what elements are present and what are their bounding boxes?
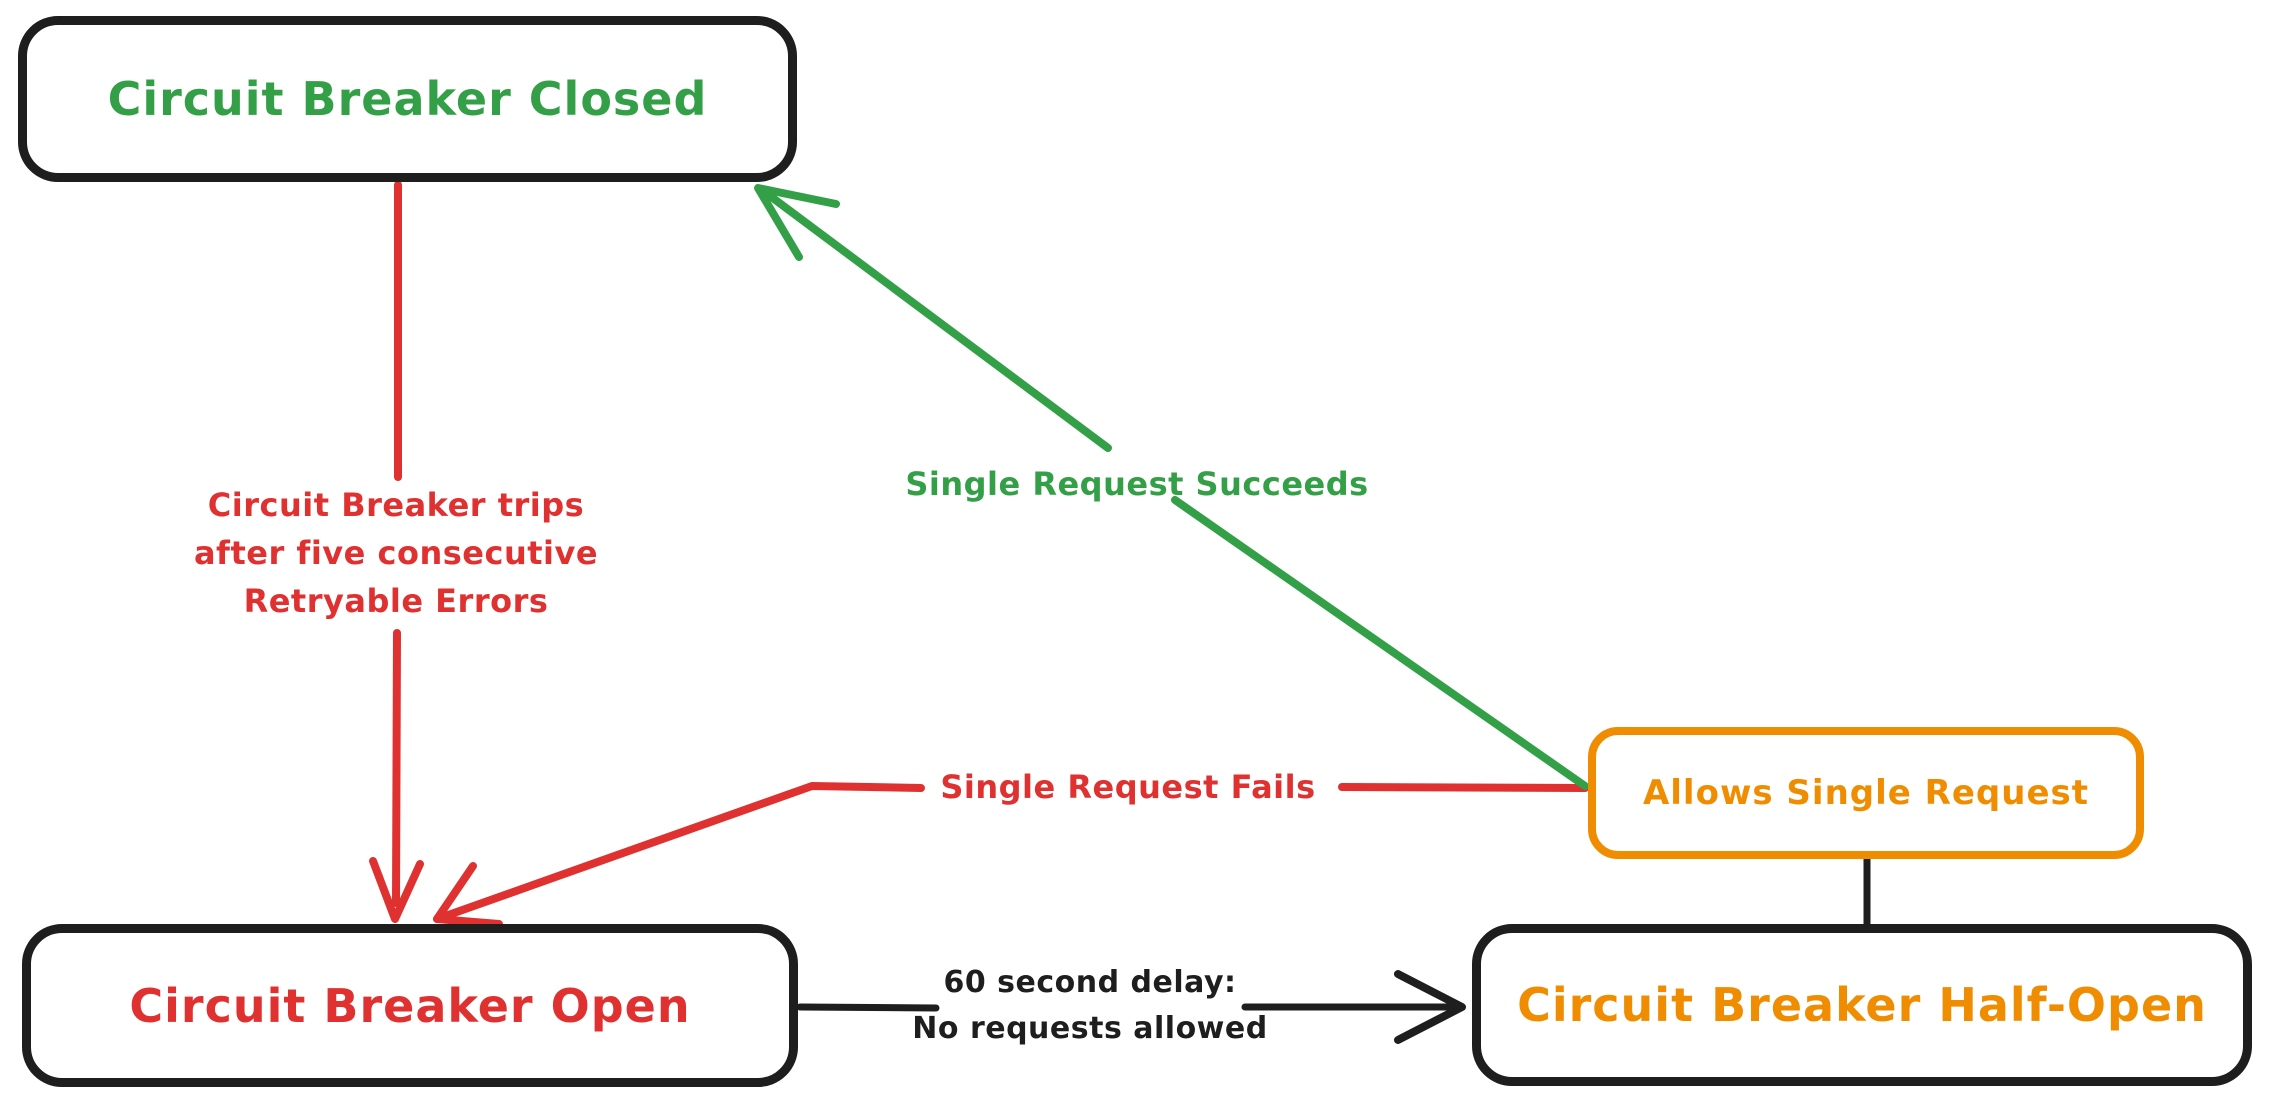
edge-trip-arrowhead	[369, 857, 424, 923]
node-circuit-breaker-closed: Circuit Breaker Closed	[18, 16, 797, 182]
edge-fail-arrowhead	[433, 862, 503, 928]
node-circuit-breaker-closed-label: Circuit Breaker Closed	[107, 72, 708, 126]
node-circuit-breaker-half-open-label: Circuit Breaker Half-Open	[1517, 978, 2207, 1032]
node-circuit-breaker-open: Circuit Breaker Open	[22, 924, 798, 1087]
edge-trip-line-lower	[392, 629, 401, 907]
edge-delay-label-line2: No requests allowed	[912, 1011, 1268, 1046]
node-circuit-breaker-open-label: Circuit Breaker Open	[129, 978, 691, 1033]
edge-trip-label: Circuit Breaker trips after five consecu…	[194, 481, 598, 625]
edge-trip-label-line3: Retryable Errors	[243, 582, 549, 620]
node-allows-single-request-label: Allows Single Request	[1642, 773, 2090, 813]
edge-delay-line-left	[796, 1003, 940, 1012]
edge-fail-line-right	[1338, 783, 1589, 792]
edge-delay-label-line1: 60 second delay:	[943, 965, 1237, 1000]
edge-fail-label: Single Request Fails	[940, 768, 1316, 806]
edge-succeed-label: Single Request Succeeds	[905, 465, 1369, 503]
node-allows-single-request: Allows Single Request	[1588, 727, 2144, 859]
edge-delay-arrowhead	[1394, 970, 1466, 1044]
edge-succeed-line-upper	[758, 186, 1112, 452]
edge-delay-label: 60 second delay: No requests allowed	[912, 960, 1267, 1052]
edge-succeed-line-lower	[1171, 496, 1589, 790]
node-circuit-breaker-half-open: Circuit Breaker Half-Open	[1472, 924, 2252, 1086]
edge-succeed-arrowhead	[754, 184, 840, 261]
edge-trip-label-line1: Circuit Breaker trips	[207, 486, 585, 524]
edge-fail-line-left	[433, 782, 925, 923]
edge-trip-label-line2: after five consecutive	[193, 534, 599, 572]
